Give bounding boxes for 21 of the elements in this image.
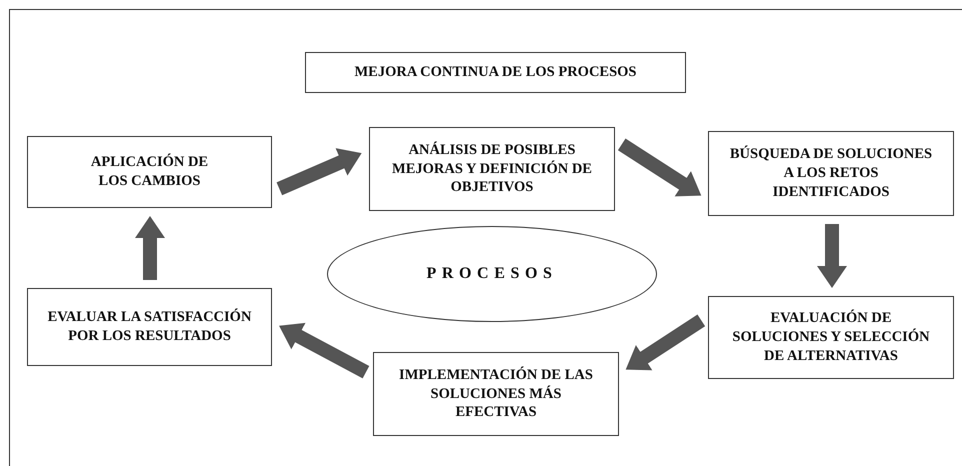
block-arrow — [135, 216, 165, 280]
node-text: PROCESOS — [425, 264, 559, 284]
node-text: APLICACIÓN DE LOS CAMBIOS — [90, 153, 210, 191]
process-box — [708, 296, 954, 379]
process-box — [27, 136, 272, 208]
process-box — [27, 288, 272, 366]
node-text: ANÁLISIS DE POSIBLES MEJORAS Y DEFINICIÓN DE OBJETIVOS — [391, 140, 593, 198]
block-arrow — [279, 322, 370, 378]
process-box — [373, 352, 619, 436]
node-text: EVALUAR LA SATISFACCIÓN POR LOS RESULTADOS — [46, 308, 252, 346]
block-arrow — [817, 224, 847, 288]
block-arrow — [618, 138, 702, 196]
node-text: MEJORA CONTINUA DE LOS PROCESOS — [354, 63, 638, 82]
node-text: IMPLEMENTACIÓN DE LAS SOLUCIONES MÁS EFECTIVAS — [398, 366, 594, 422]
block-arrow — [276, 148, 362, 196]
process-box — [708, 131, 954, 216]
node-text: EVALUACIÓN DE SOLUCIONES Y SELECCIÓN DE ALTERNATIVAS — [731, 309, 931, 366]
node-text: BÚSQUEDA DE SOLUCIONES A LOS RETOS IDENTIFICADOS — [728, 145, 934, 202]
process-box — [305, 52, 686, 93]
block-arrow — [626, 314, 706, 370]
process-box — [369, 127, 615, 211]
